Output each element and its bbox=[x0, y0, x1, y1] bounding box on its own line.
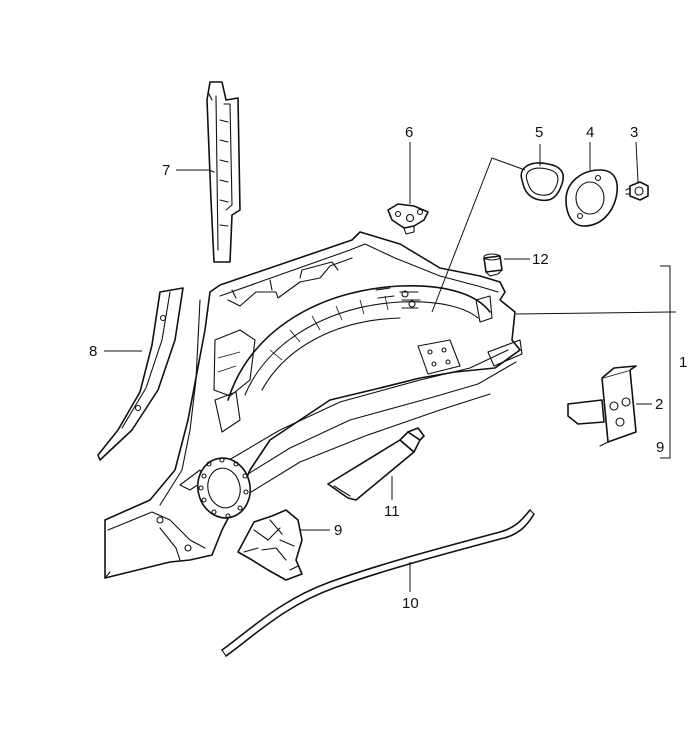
part-3-nut bbox=[625, 181, 649, 201]
part-11-sealant-tube bbox=[327, 427, 425, 501]
part-9-insulation bbox=[237, 509, 303, 581]
part-6-bracket bbox=[387, 203, 429, 235]
callout-10: 10 bbox=[402, 595, 419, 612]
part-8-pillar-trim bbox=[97, 287, 184, 461]
callout-4: 4 bbox=[586, 124, 594, 141]
part-10-seal-strip bbox=[221, 509, 535, 657]
leader-lines bbox=[104, 141, 676, 592]
main-quarter-panel-assembly bbox=[104, 231, 523, 579]
part-7-vertical-panel bbox=[206, 81, 241, 263]
part-12-bump-stop bbox=[483, 253, 503, 277]
callout-5: 5 bbox=[535, 124, 543, 141]
callout-labels: 7 6 5 4 3 12 1 2 9 8 11 9 10 bbox=[89, 124, 687, 612]
part-2-bracket bbox=[567, 365, 637, 447]
callout-9-right: 9 bbox=[656, 439, 664, 456]
callout-6: 6 bbox=[405, 124, 413, 141]
callout-2: 2 bbox=[655, 396, 663, 413]
part-5-gasket bbox=[520, 162, 564, 202]
callout-1: 1 bbox=[679, 354, 687, 371]
callout-7: 7 bbox=[162, 162, 170, 179]
part-4-mount-plate bbox=[565, 169, 618, 227]
callout-11: 11 bbox=[384, 503, 400, 520]
callout-3: 3 bbox=[630, 124, 638, 141]
callout-9-bottom: 9 bbox=[334, 522, 342, 539]
callout-12: 12 bbox=[532, 251, 549, 268]
callout-8: 8 bbox=[89, 343, 97, 360]
